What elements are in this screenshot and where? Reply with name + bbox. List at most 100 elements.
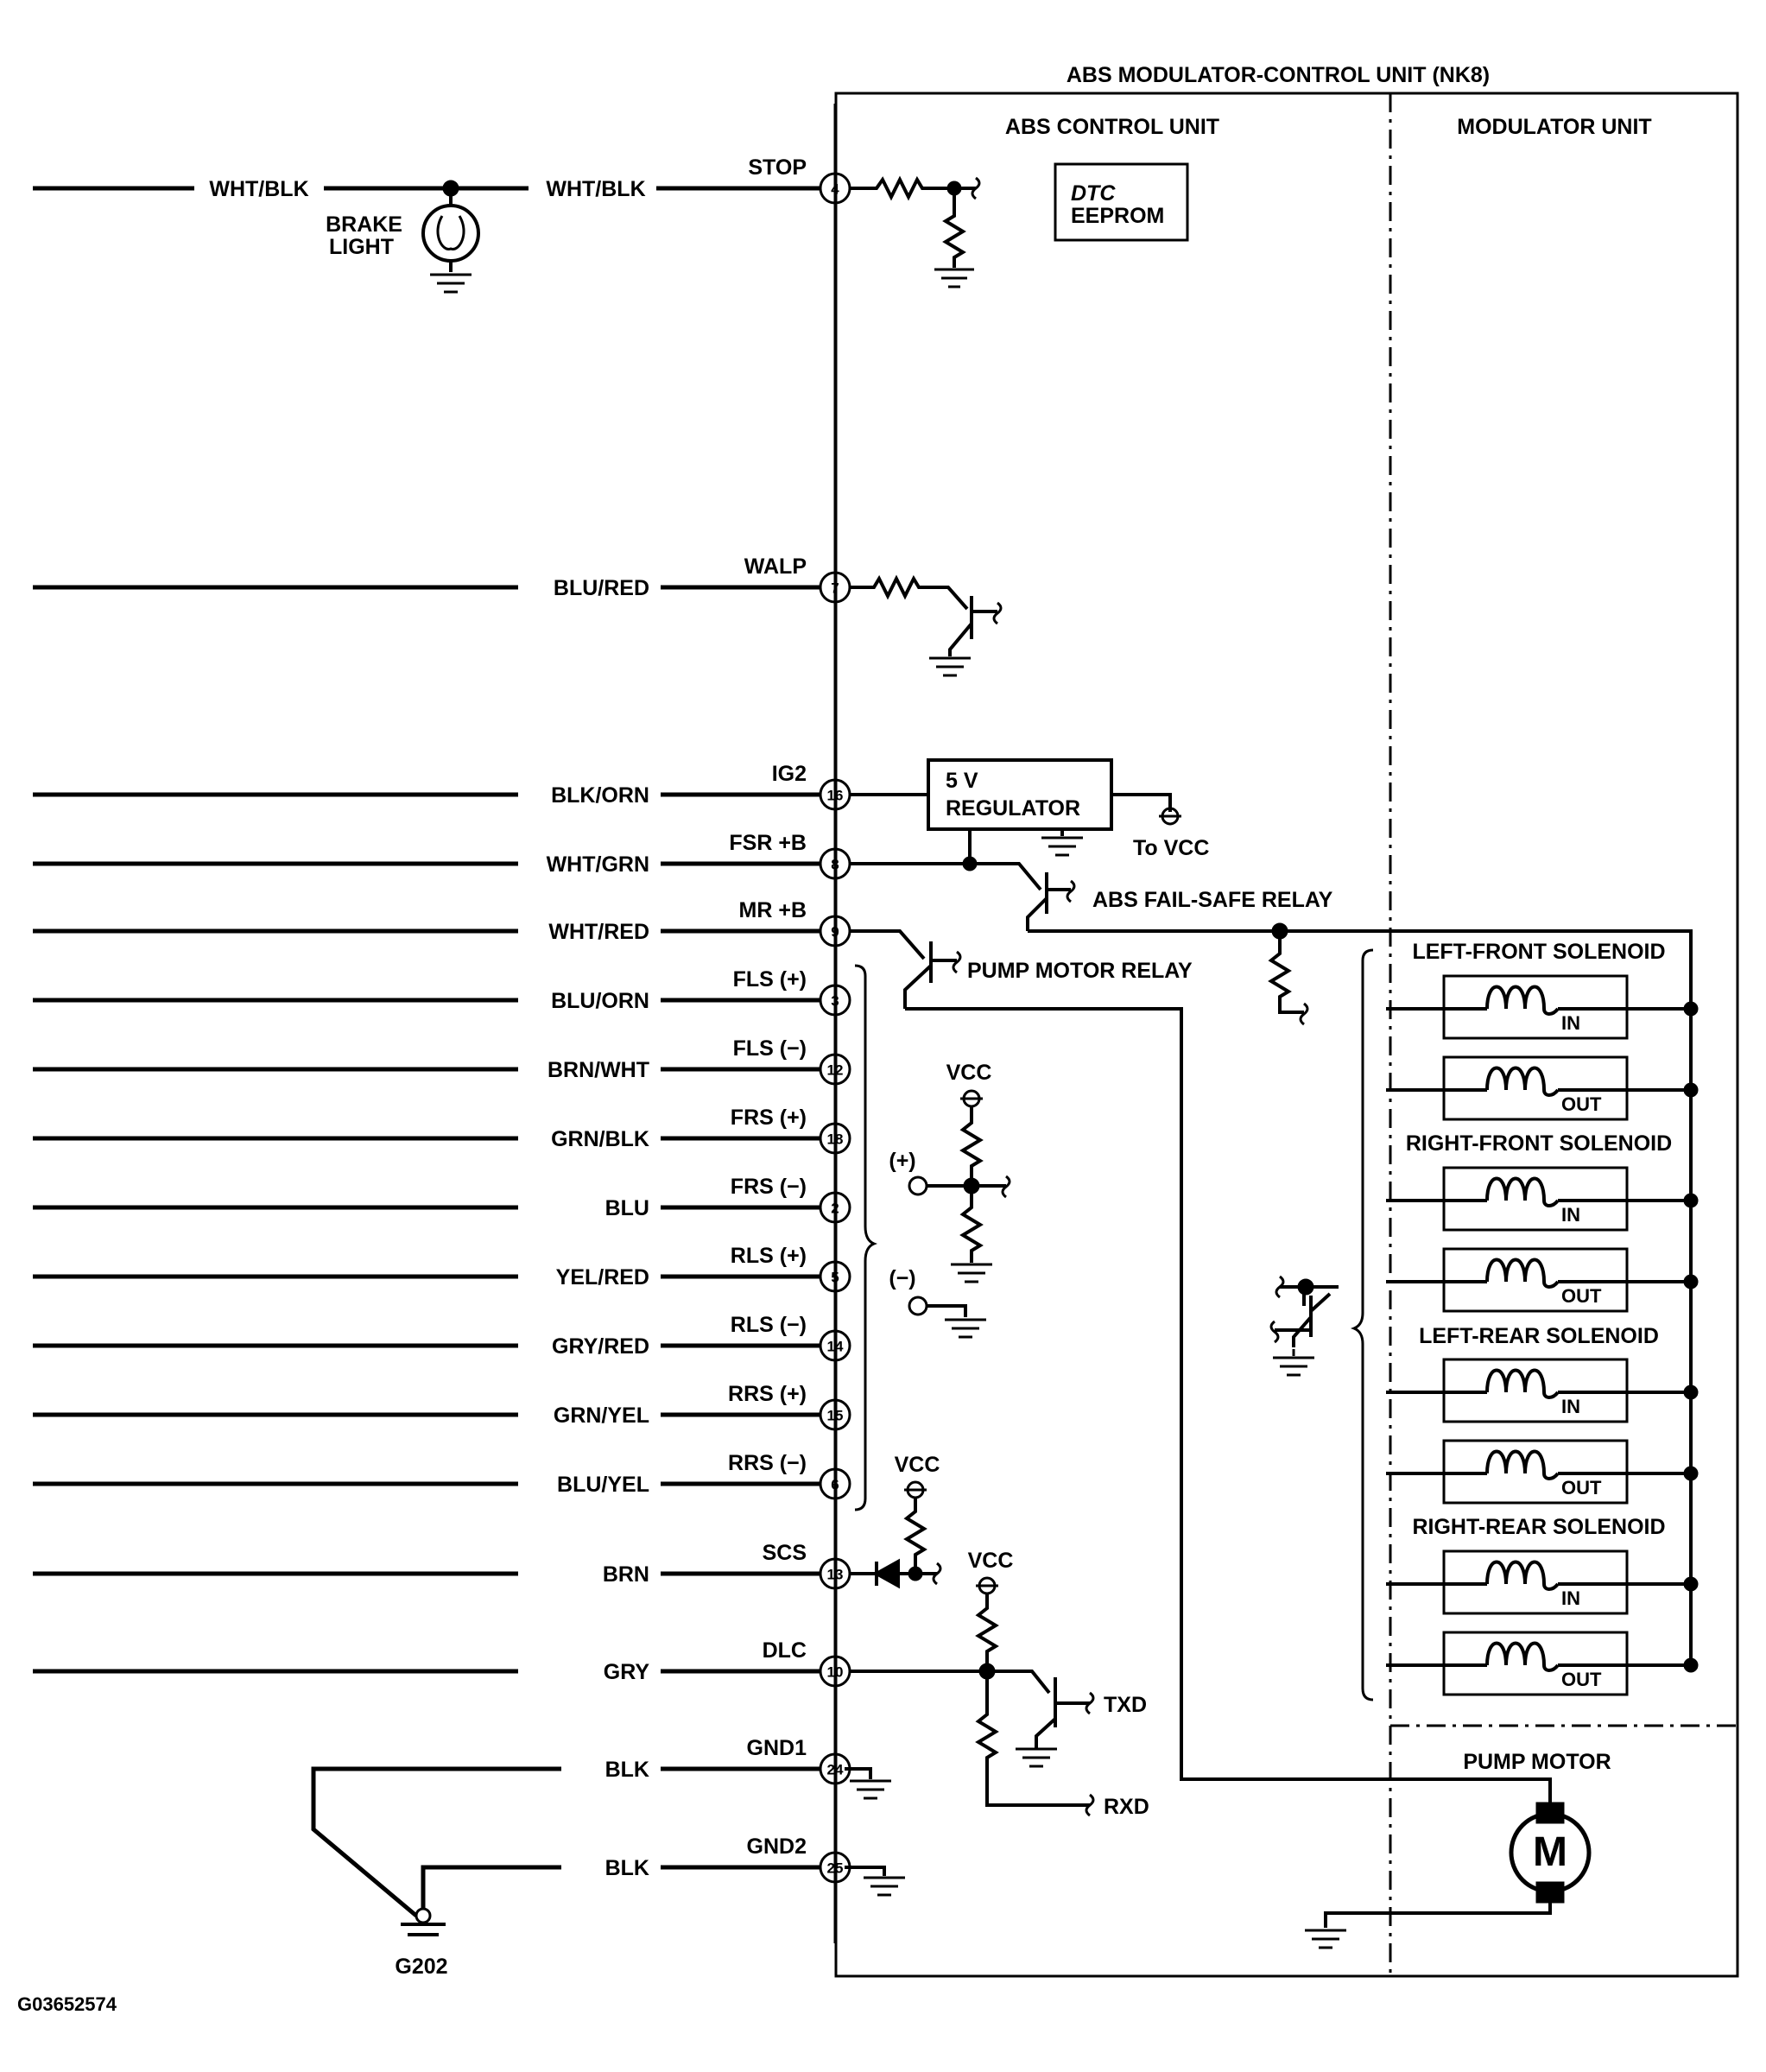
wire-color-label: WHT/BLK bbox=[209, 177, 308, 201]
signal-label: RRS (−) bbox=[728, 1451, 807, 1475]
figure-id: G03652574 bbox=[17, 1993, 117, 2015]
signal-label: FRS (+) bbox=[731, 1106, 807, 1130]
wire-color-label: BLU/YEL bbox=[557, 1473, 649, 1497]
scs-pullup bbox=[903, 1498, 927, 1574]
pump-motor-relay-label: PUMP MOTOR RELAY bbox=[967, 959, 1193, 983]
gnd1-stub bbox=[845, 1767, 872, 1779]
wire-color-label: WHT/GRN bbox=[547, 852, 649, 877]
signal-label: FSR +B bbox=[729, 831, 807, 855]
wire-color-label: BLU bbox=[605, 1196, 649, 1220]
solenoid-group-label: LEFT-REAR SOLENOID bbox=[1419, 1324, 1659, 1348]
pin-number: 7 bbox=[831, 580, 839, 597]
wire-color-label: GRY/RED bbox=[552, 1334, 649, 1359]
pin-number: 25 bbox=[827, 1860, 844, 1877]
coil-winding bbox=[1485, 1258, 1560, 1289]
sensor-minus-terminal bbox=[908, 1296, 928, 1316]
pump-relay-transistor bbox=[855, 929, 957, 1009]
pin-number: 8 bbox=[831, 857, 839, 873]
motor-gnd bbox=[1305, 1929, 1346, 1949]
vcc-label-3: VCC bbox=[968, 1549, 1014, 1573]
gnd1-symbol bbox=[850, 1779, 891, 1800]
coil-winding bbox=[1485, 1560, 1560, 1591]
pin-number: 24 bbox=[827, 1762, 844, 1778]
signal-label: RRS (+) bbox=[728, 1382, 807, 1406]
wire-color-label: BLU/RED bbox=[554, 576, 649, 600]
motor-brush-bottom bbox=[1535, 1881, 1565, 1904]
signal-label: MR +B bbox=[739, 898, 807, 922]
to-vcc-label: To VCC bbox=[1133, 836, 1209, 860]
solenoid-coils bbox=[1386, 974, 1699, 1696]
unit-title: ABS MODULATOR-CONTROL UNIT (NK8) bbox=[1067, 63, 1490, 87]
pin-number: 6 bbox=[831, 1477, 839, 1493]
wire-color-label: GRN/BLK bbox=[551, 1127, 649, 1151]
signal-label: FLS (+) bbox=[733, 967, 807, 992]
scs-diode bbox=[855, 1558, 900, 1589]
signal-label: GND2 bbox=[747, 1834, 807, 1859]
coil-winding bbox=[1485, 1066, 1560, 1097]
dlc-pullup bbox=[975, 1594, 999, 1671]
coil-out-label: OUT bbox=[1561, 1477, 1602, 1499]
coil-node bbox=[1683, 1274, 1699, 1289]
regulator-label-1: 5 V bbox=[946, 769, 978, 793]
pump-motor-label: PUMP MOTOR bbox=[1463, 1750, 1611, 1774]
solenoid-group-label: LEFT-FRONT SOLENOID bbox=[1412, 940, 1665, 964]
pin-number: 5 bbox=[831, 1270, 839, 1286]
coil-winding bbox=[1485, 1176, 1560, 1207]
stop-gnd bbox=[934, 268, 974, 288]
wire-color-label: WHT/BLK bbox=[546, 177, 645, 201]
coil-node bbox=[1683, 1193, 1699, 1208]
coil-in-label: IN bbox=[1561, 1204, 1580, 1226]
wire-color-label: BRN bbox=[603, 1562, 649, 1587]
sensor-minus-label: (−) bbox=[889, 1266, 915, 1290]
pin-number: 10 bbox=[827, 1664, 844, 1681]
pin-number: 4 bbox=[831, 181, 839, 198]
regulator-label-2: REGULATOR bbox=[946, 796, 1080, 821]
motor-letter: M bbox=[1533, 1829, 1567, 1875]
signal-label: IG2 bbox=[772, 762, 807, 786]
coil-in-label: IN bbox=[1561, 1396, 1580, 1417]
g202-wire-2 bbox=[421, 1865, 561, 1909]
walp-resistor bbox=[855, 574, 969, 611]
pin-number: 18 bbox=[827, 1131, 844, 1148]
walp-gnd bbox=[929, 656, 971, 677]
wire-color-label: BLK bbox=[605, 1856, 649, 1880]
vcc-label-2: VCC bbox=[895, 1453, 940, 1477]
sensor-resistor-top bbox=[959, 1106, 984, 1186]
wire-color-label: GRN/YEL bbox=[554, 1404, 649, 1428]
signal-label: FRS (−) bbox=[731, 1175, 807, 1199]
fail-safe-relay-label: ABS FAIL-SAFE RELAY bbox=[1092, 888, 1333, 912]
vcc-label-1: VCC bbox=[946, 1061, 992, 1085]
g202-symbol bbox=[401, 1923, 446, 1936]
fail-safe-bus bbox=[1028, 929, 1693, 1670]
solenoid-brace bbox=[1350, 948, 1374, 1701]
rxd-label: RXD bbox=[1104, 1795, 1149, 1819]
regulator-gnd bbox=[1041, 836, 1083, 857]
pin-number: 16 bbox=[827, 788, 844, 804]
g202-label: G202 bbox=[395, 1955, 447, 1979]
dtc-label: DTC bbox=[1071, 181, 1116, 206]
coil-winding bbox=[1485, 1368, 1560, 1399]
coil-winding bbox=[1485, 1449, 1560, 1480]
driver-transistor bbox=[1275, 1285, 1339, 1347]
dtc-eeprom-box bbox=[1054, 162, 1189, 242]
wire-color-label: YEL/RED bbox=[556, 1265, 649, 1289]
sensor-plus-label: (+) bbox=[889, 1149, 915, 1173]
sensor-brace bbox=[854, 964, 878, 1511]
wire-color-label: BLU/ORN bbox=[551, 989, 649, 1013]
coil-out-label: OUT bbox=[1561, 1669, 1602, 1690]
sensor-gnd-2 bbox=[945, 1318, 986, 1339]
txd-label: TXD bbox=[1104, 1693, 1147, 1717]
coil-node bbox=[1683, 1466, 1699, 1481]
stop-pulldown bbox=[942, 188, 966, 268]
brake-light-bulb bbox=[421, 204, 480, 263]
solenoid-group-label: RIGHT-REAR SOLENOID bbox=[1412, 1515, 1665, 1539]
driver-gnd bbox=[1273, 1349, 1314, 1377]
wire-color-label: BLK/ORN bbox=[551, 783, 649, 808]
wire-color-label: WHT/RED bbox=[548, 920, 649, 944]
signal-label: RLS (−) bbox=[731, 1313, 807, 1337]
coil-node bbox=[1683, 1576, 1699, 1592]
signal-label: STOP bbox=[748, 155, 807, 180]
solenoid-group-label: RIGHT-FRONT SOLENOID bbox=[1406, 1131, 1672, 1156]
signal-label: WALP bbox=[744, 554, 807, 579]
